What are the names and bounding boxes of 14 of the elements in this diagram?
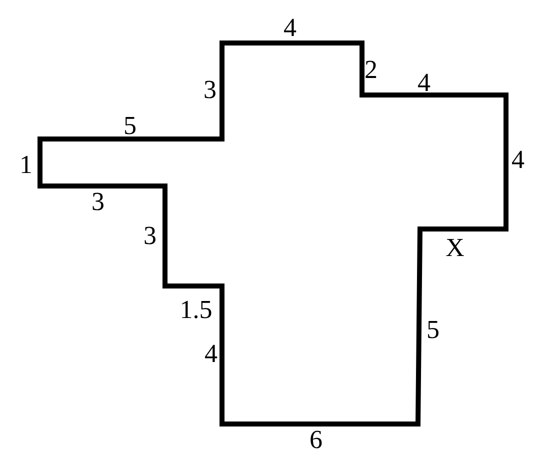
unknown-side-label: X [446, 235, 464, 261]
side-length: 3 [204, 77, 216, 103]
side-length: 3 [92, 189, 104, 215]
side-length: 4 [204, 341, 218, 367]
side-length: 5 [124, 113, 136, 139]
side-length: 3 [144, 223, 156, 249]
side-length: 4 [418, 70, 430, 96]
side-length: 2 [364, 57, 378, 83]
side-length: 6 [310, 427, 322, 453]
side-length: 5 [426, 317, 440, 343]
side-length: 4 [512, 147, 524, 173]
side-length: 1 [20, 152, 32, 178]
side-length: 1.5 [180, 297, 212, 323]
side-length: 4 [284, 15, 296, 41]
